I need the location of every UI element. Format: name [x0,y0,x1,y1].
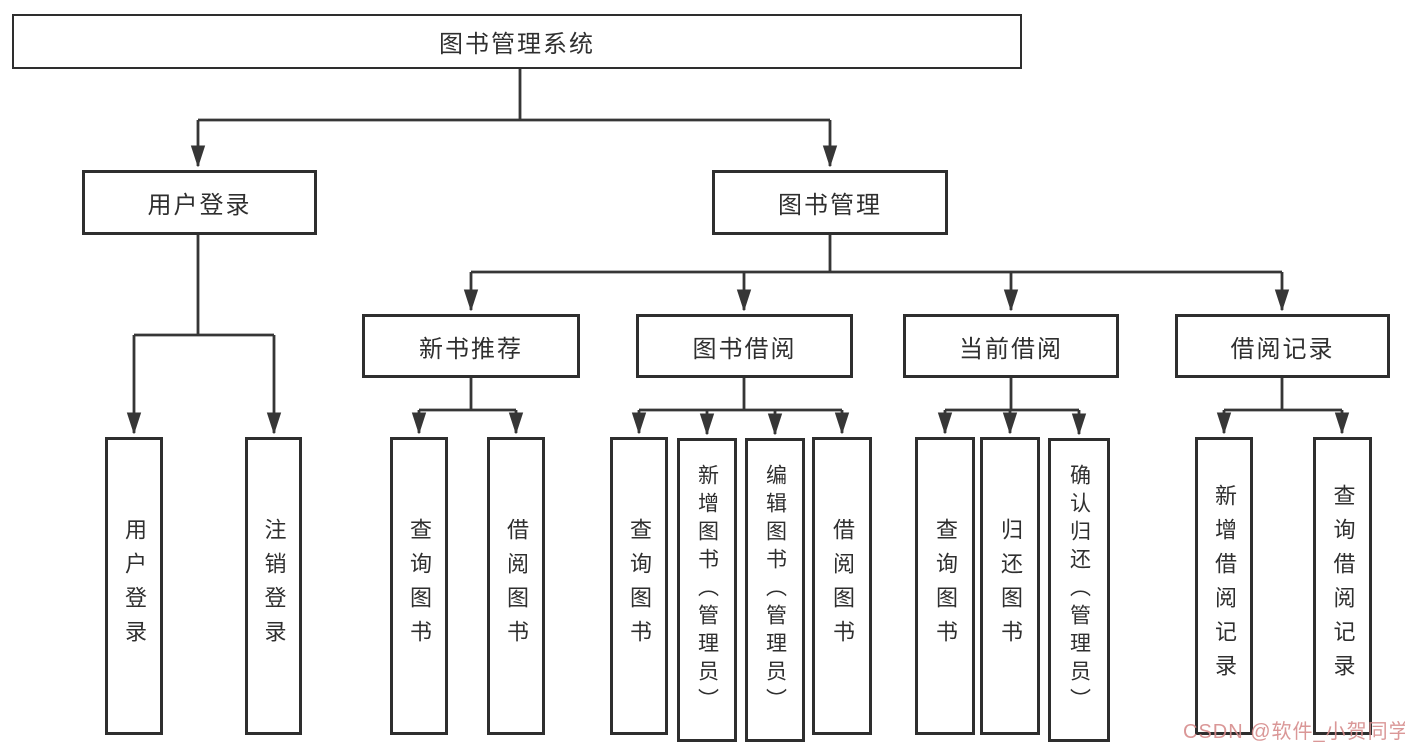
leaf-cb-confirm-return-admin: 确认归还（管理员） [1048,438,1110,742]
leaf-user-login-label: 用户登录 [122,518,147,654]
node-root-system: 图书管理系统 [12,14,1022,69]
node-user-login: 用户登录 [82,170,317,235]
csdn-watermark: CSDN @软件_小贺同学 [1183,721,1405,743]
leaf-bb-add-books-admin-label: 新增图书（管理员） [695,464,719,716]
leaf-br-query-record: 查询借阅记录 [1313,437,1372,735]
leaf-logout: 注销登录 [245,437,302,735]
leaf-br-query-record-label: 查询借阅记录 [1330,484,1356,688]
leaf-bb-query-books-label: 查询图书 [627,518,652,654]
node-current-borrowing: 当前借阅 [903,314,1119,378]
leaf-br-add-record: 新增借阅记录 [1195,437,1253,735]
leaf-nbr-query-books: 查询图书 [390,437,448,735]
leaf-user-login: 用户登录 [105,437,163,735]
leaf-nbr-borrow-books-label: 借阅图书 [504,518,529,654]
node-book-borrowing: 图书借阅 [636,314,853,378]
leaf-bb-edit-books-admin: 编辑图书（管理员） [745,438,805,742]
leaf-bb-query-books: 查询图书 [610,437,668,735]
leaf-bb-borrow-books: 借阅图书 [812,437,872,735]
leaf-nbr-borrow-books: 借阅图书 [487,437,545,735]
leaf-cb-query-books-label: 查询图书 [933,518,958,654]
leaf-cb-return-books: 归还图书 [980,437,1040,735]
leaf-bb-borrow-books-label: 借阅图书 [830,518,855,654]
leaf-logout-label: 注销登录 [261,518,287,654]
leaf-nbr-query-books-label: 查询图书 [407,518,432,654]
leaf-cb-confirm-return-admin-label: 确认归还（管理员） [1067,464,1091,716]
leaf-bb-add-books-admin: 新增图书（管理员） [677,438,737,742]
node-borrowing-records: 借阅记录 [1175,314,1390,378]
leaf-cb-return-books-label: 归还图书 [998,518,1023,654]
node-new-book-recommendation: 新书推荐 [362,314,580,378]
leaf-br-add-record-label: 新增借阅记录 [1212,484,1237,688]
leaf-bb-edit-books-admin-label: 编辑图书（管理员） [763,464,787,716]
leaf-cb-query-books: 查询图书 [915,437,975,735]
node-book-management: 图书管理 [712,170,948,235]
